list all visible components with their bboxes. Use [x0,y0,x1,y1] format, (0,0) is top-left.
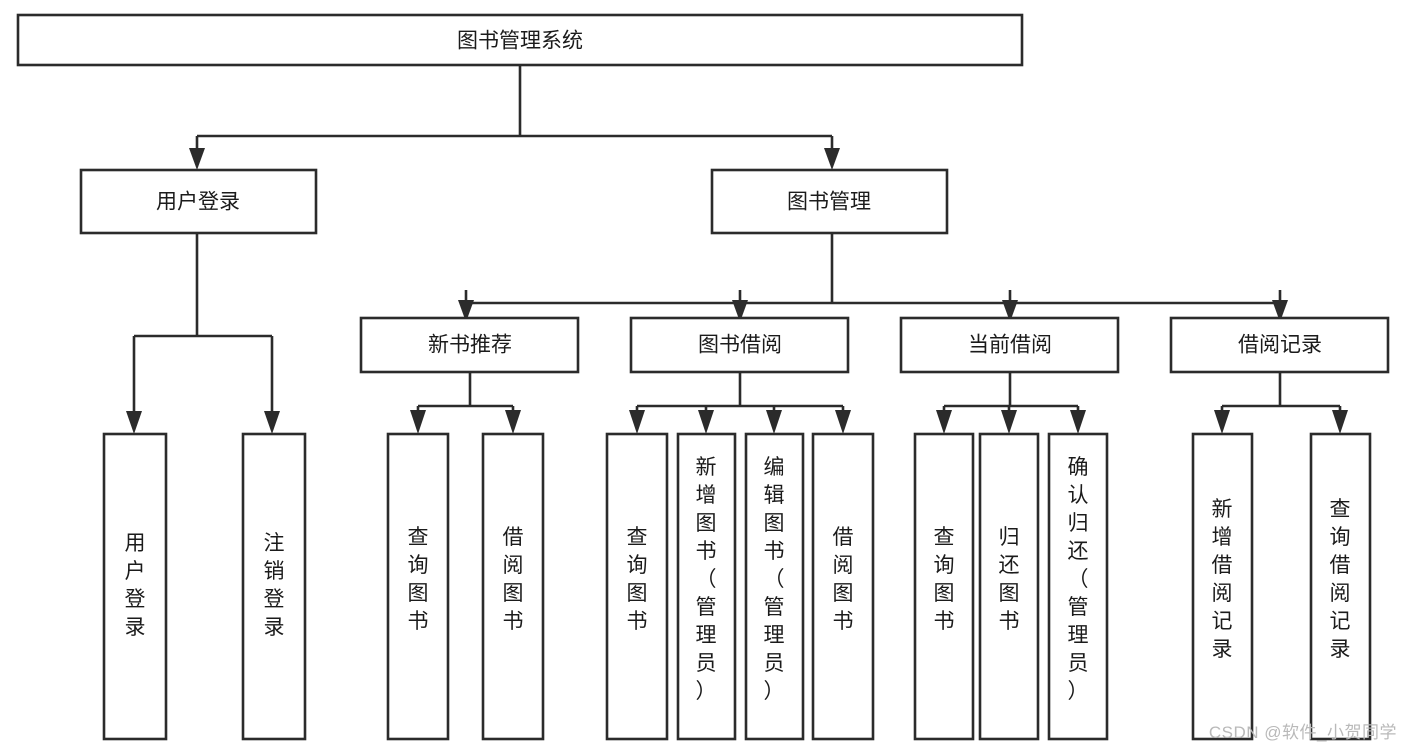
node-leaf-user-login-label: 用户登录 [125,532,146,639]
arrow-leaf-user-logout [264,411,280,434]
node-leaf-query-book-1-label: 查询图书 [408,526,429,633]
connector-group [126,65,1348,434]
node-current-borrow[interactable]: 当前借阅 [899,316,1120,374]
node-leaf-return-book-label: 归还图书 [999,526,1020,633]
arrow-leaf-query-book-3 [936,410,952,434]
arrow-leaf-return-book [1001,410,1017,434]
node-user-login-label: 用户登录 [156,191,240,214]
arrow-leaf-borrow-book-1 [505,410,521,434]
node-leaf-user-login[interactable]: 用户登录 [102,432,168,741]
node-leaf-query-book-2[interactable]: 查询图书 [605,432,669,741]
node-leaf-confirm-return-box[interactable] [1047,432,1109,741]
node-leaf-user-logout[interactable]: 注销登录 [241,432,307,741]
node-leaf-borrow-book-2-label: 借阅图书 [833,526,854,633]
node-book-manage-label: 图书管理 [787,191,871,214]
arrow-leaf-query-book-1 [410,410,426,434]
node-leaf-borrow-book-1[interactable]: 借阅图书 [481,432,545,741]
node-leaf-query-book-3-label: 查询图书 [934,526,955,633]
node-leaf-confirm-return-label: 确认归还（管理员） [1068,456,1089,703]
node-leaf-user-logout-box[interactable] [241,432,307,741]
node-leaf-return-book[interactable]: 归还图书 [978,432,1040,741]
node-leaf-borrow-book-2-box[interactable] [811,432,875,741]
node-new-book-recommend-label: 新书推荐 [428,334,512,357]
node-borrow-record-box[interactable] [1169,316,1390,374]
arrow-leaf-add-book [698,410,714,434]
node-root[interactable]: 图书管理系统 [16,13,1024,67]
node-book-borrow-label: 图书借阅 [698,334,782,357]
node-book-borrow-box[interactable] [629,316,850,374]
node-leaf-user-login-box[interactable] [102,432,168,741]
node-book-borrow[interactable]: 图书借阅 [629,316,850,374]
arrow-leaf-borrow-book-2 [835,410,851,434]
arrow-leaf-confirm-return [1070,410,1086,434]
csdn-watermark: CSDN @软件_小贺同学 [1208,723,1397,742]
node-leaf-query-record-box[interactable] [1309,432,1372,741]
node-leaf-user-logout-label: 注销登录 [264,532,285,639]
node-root-label: 图书管理系统 [457,30,583,53]
node-leaf-add-book-box[interactable] [676,432,737,741]
node-leaf-edit-book[interactable]: 编辑图书（管理员） [744,432,805,741]
node-user-login-box[interactable] [79,168,318,235]
node-leaf-edit-book-box[interactable] [744,432,805,741]
node-leaf-query-record-label: 查询借阅记录 [1330,498,1351,661]
arrow-leaf-add-record [1214,410,1230,434]
node-user-login[interactable]: 用户登录 [79,168,318,235]
arrow-user-login [189,148,205,170]
node-book-manage[interactable]: 图书管理 [710,168,949,235]
arrow-book-borrow [732,300,748,322]
node-leaf-query-book-2-box[interactable] [605,432,669,741]
node-leaf-add-record[interactable]: 新增借阅记录 [1191,432,1254,741]
arrow-leaf-edit-book [766,410,782,434]
node-leaf-query-book-3[interactable]: 查询图书 [913,432,975,741]
node-current-borrow-box[interactable] [899,316,1120,374]
node-leaf-return-book-box[interactable] [978,432,1040,741]
node-leaf-query-book-2-label: 查询图书 [627,526,648,633]
arrow-book-manage [824,148,840,170]
node-leaf-query-book-1[interactable]: 查询图书 [386,432,450,741]
node-borrow-record[interactable]: 借阅记录 [1169,316,1390,374]
node-current-borrow-label: 当前借阅 [968,334,1052,357]
arrow-current-borrow [1002,300,1018,322]
arrow-leaf-user-login [126,411,142,434]
node-leaf-confirm-return[interactable]: 确认归还（管理员） [1047,432,1109,741]
node-borrow-record-label: 借阅记录 [1238,334,1322,357]
node-root-box[interactable] [16,13,1024,67]
arrow-new-book-recommend [458,300,474,322]
arrow-leaf-query-record [1332,410,1348,434]
node-leaf-add-record-label: 新增借阅记录 [1212,498,1233,661]
node-book-manage-box[interactable] [710,168,949,235]
node-leaf-query-book-3-box[interactable] [913,432,975,741]
node-leaf-add-book[interactable]: 新增图书（管理员） [676,432,737,741]
node-new-book-recommend[interactable]: 新书推荐 [359,316,580,374]
node-leaf-query-record[interactable]: 查询借阅记录 [1309,432,1372,741]
node-leaf-query-book-1-box[interactable] [386,432,450,741]
node-leaf-borrow-book-2[interactable]: 借阅图书 [811,432,875,741]
node-leaf-edit-book-label: 编辑图书（管理员） [764,456,785,703]
node-leaf-add-book-label: 新增图书（管理员） [696,456,717,703]
arrow-leaf-query-book-2 [629,410,645,434]
node-leaf-borrow-book-1-label: 借阅图书 [503,526,524,633]
arrow-borrow-record [1272,300,1288,322]
node-leaf-add-record-box[interactable] [1191,432,1254,741]
node-leaf-borrow-book-1-box[interactable] [481,432,545,741]
node-new-book-recommend-box[interactable] [359,316,580,374]
